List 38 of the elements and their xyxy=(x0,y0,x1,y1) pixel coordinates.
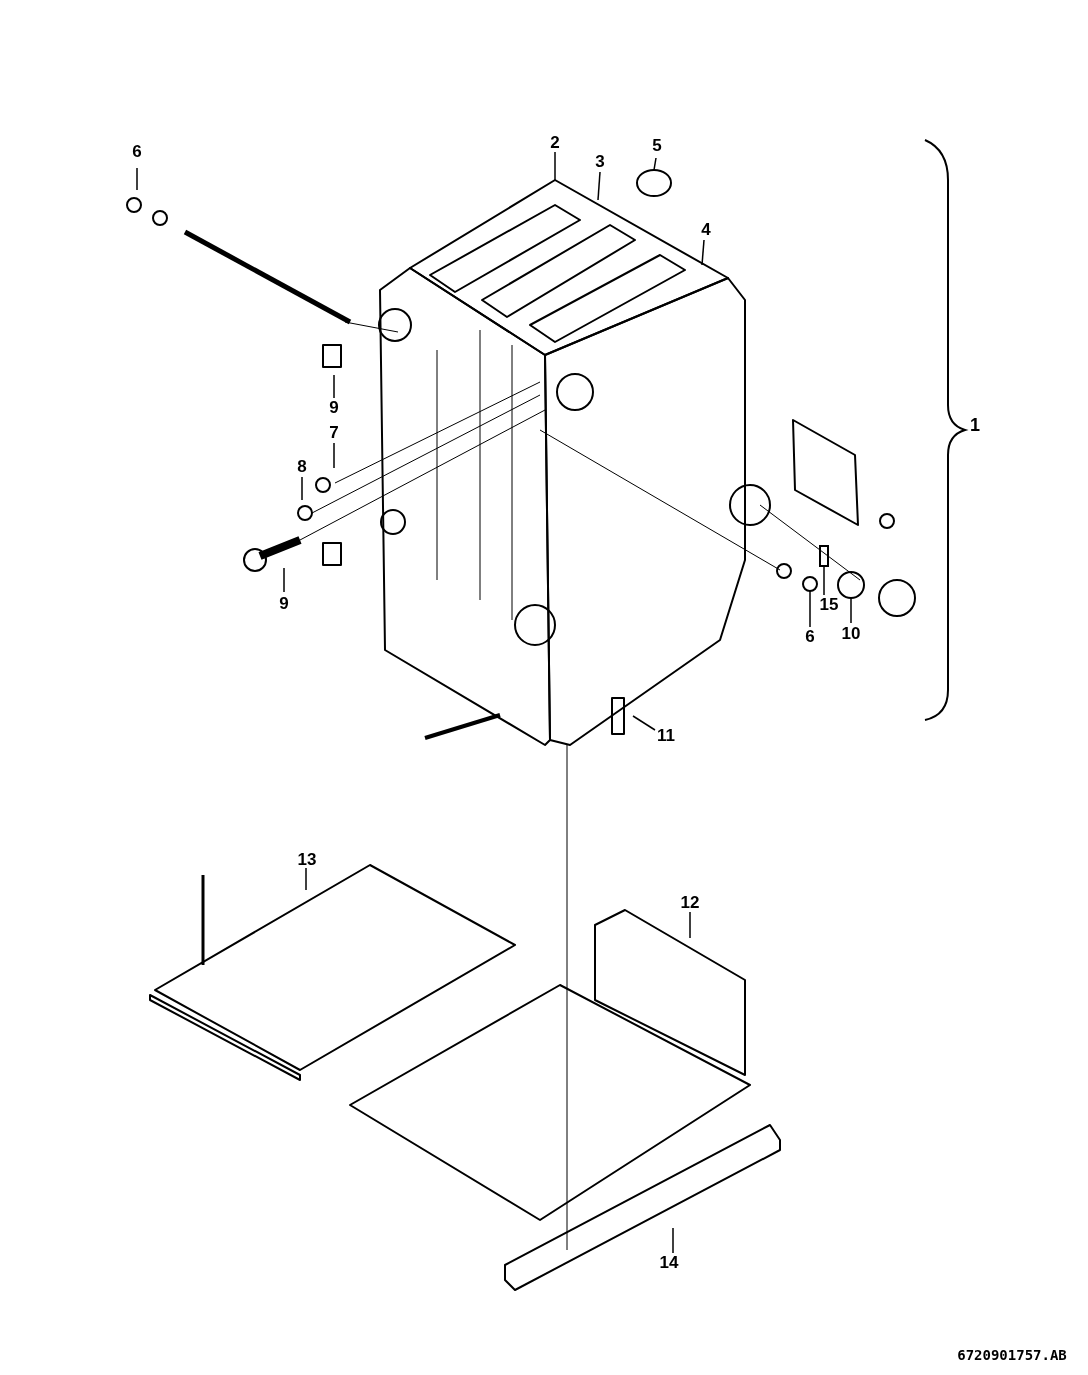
leader-line xyxy=(283,567,285,593)
leader-line xyxy=(672,1227,674,1254)
callout-number: 3 xyxy=(595,153,605,171)
leader-line xyxy=(632,715,656,731)
callout-number: 6 xyxy=(132,143,142,161)
callout-number: 12 xyxy=(680,894,700,912)
callout-number: 15 xyxy=(819,596,839,614)
callout-number: 13 xyxy=(297,851,317,869)
callout-number: 11 xyxy=(657,727,675,745)
leader-line xyxy=(597,171,601,201)
callout-number: 4 xyxy=(701,221,711,239)
leader-line xyxy=(850,597,852,624)
callout-number: 7 xyxy=(329,424,339,442)
leader-line xyxy=(136,167,138,191)
leader-line xyxy=(823,565,825,596)
leader-line xyxy=(701,239,705,266)
callout-number: 10 xyxy=(841,625,861,643)
drawing-number: 6720901757.AB xyxy=(957,1346,1067,1364)
callout-number: 8 xyxy=(297,458,307,476)
leader-line xyxy=(554,151,556,181)
leader-line xyxy=(653,157,657,171)
callout-number: 6 xyxy=(805,628,815,646)
washer-drawing xyxy=(837,571,865,599)
leader-line xyxy=(333,374,335,399)
nut-drawing xyxy=(802,576,818,592)
leader-line xyxy=(689,911,691,939)
callout-number: 2 xyxy=(550,134,560,152)
leader-line xyxy=(305,867,307,891)
callout-number: 5 xyxy=(652,137,662,155)
pin-drawing xyxy=(819,545,829,567)
callout-number: 14 xyxy=(659,1254,679,1272)
plug-drawing xyxy=(636,169,672,197)
leader-line xyxy=(301,476,303,501)
callout-number: 1 xyxy=(970,416,980,434)
callout-number: 9 xyxy=(279,595,289,613)
leader-line xyxy=(809,590,811,628)
leader-line xyxy=(333,442,335,469)
callout-number: 9 xyxy=(329,399,339,417)
